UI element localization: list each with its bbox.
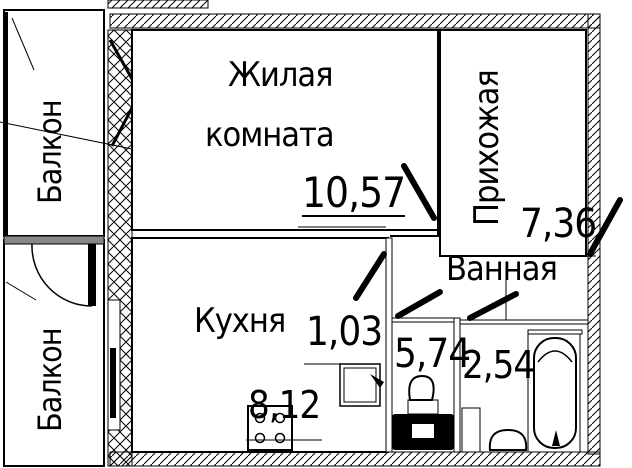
living-room-label-line1: Жилая [228,55,334,95]
closet-area: 1,03 [306,309,383,355]
balcony-bottom-label: Балкон [31,328,69,432]
balcony-top-label: Балкон [31,100,69,204]
balcony-bottom [3,235,121,467]
toilet-fixture [392,374,454,450]
hall-label: Прихожая [467,70,507,226]
kitchen-area: 8,12 [248,383,321,427]
bath-area: 2,54 [462,343,535,387]
kitchen-label: Кухня [194,301,286,341]
bath-label: Ванная [446,249,558,289]
wc-area: 5,74 [394,331,471,377]
living-room-label-line2: комната [205,115,335,155]
stove-fixture [246,405,322,451]
closet-fixture [304,363,384,407]
bath-fixtures [461,333,581,453]
doors [353,163,623,321]
leader-lines [298,226,507,320]
living-room-area: 10,57 [302,168,406,217]
partitions [385,237,589,453]
hall-area: 7,36 [520,201,597,247]
hall-outline [390,29,596,257]
living-room-outline [131,29,439,231]
